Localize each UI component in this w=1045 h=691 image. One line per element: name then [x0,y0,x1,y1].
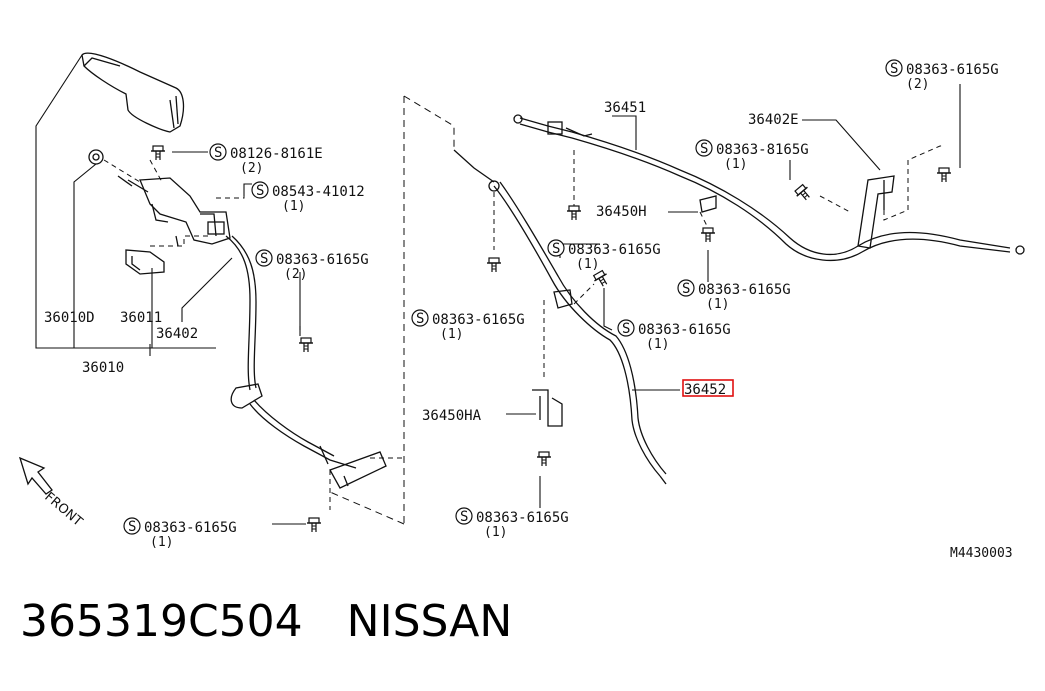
rear-cable-left [453,149,667,485]
label-36010d: 36010D [44,310,95,326]
callout-c1: S 08126-8161E (2) [209,143,323,176]
svg-text:(1): (1) [706,297,729,312]
svg-text:08363-6165G: 08363-6165G [276,252,369,268]
part-caption: 365319C504 NISSAN [20,596,512,647]
svg-text:(1): (1) [576,257,599,272]
svg-text:(2): (2) [284,267,307,282]
callout-c4: S 08363-6165G (1) [411,309,525,342]
front-cable [117,175,387,489]
svg-text:(1): (1) [646,337,669,352]
svg-text:S: S [890,61,898,77]
svg-text:(1): (1) [282,199,305,214]
leader-dashes-left [103,159,245,247]
label-36402: 36402 [156,326,198,342]
leader-lines-right [272,84,961,525]
svg-text:08363-6165G: 08363-6165G [638,322,731,338]
callout-c5: S 08363-6165G (1) [547,239,661,272]
callout-c3: S 08363-6165G (2) [255,249,369,282]
label-36011: 36011 [120,310,162,326]
svg-text:S: S [682,281,690,297]
svg-text:08363-6165G: 08363-6165G [568,242,661,258]
svg-text:08126-8161E: 08126-8161E [230,146,323,162]
svg-text:S: S [416,311,424,327]
svg-text:(1): (1) [440,327,463,342]
svg-text:S: S [214,145,222,161]
bracket-36402e [857,175,895,249]
callout-c8: S 08363-6165G (1) [123,517,237,550]
right-dashes [699,145,944,229]
svg-text:S: S [700,141,708,157]
svg-text:S: S [460,509,468,525]
callout-c2: S 08543-41012 (1) [251,181,365,214]
lever-bracket [88,149,231,275]
svg-text:08363-6165G: 08363-6165G [144,520,237,536]
callout-c9: S 08363-6165G (1) [677,279,791,312]
callout-c10: S 08363-8165G (1) [695,139,809,172]
callout-c7: S 08363-6165G (1) [455,507,569,540]
maker-name: NISSAN [346,596,513,647]
svg-text:S: S [128,519,136,535]
svg-text:(1): (1) [484,525,507,540]
mid-dashes [493,150,595,380]
label-36450ha: 36450HA [422,408,482,424]
parking-brake-lever [81,52,185,133]
svg-text:(2): (2) [240,161,263,176]
svg-text:(2): (2) [906,77,929,92]
label-36402e: 36402E [748,112,799,128]
label-36451: 36451 [604,100,646,116]
bracket-36450ha [532,389,563,427]
part-number: 365319C504 [20,596,303,647]
svg-text:08363-6165G: 08363-6165G [906,62,999,78]
svg-text:S: S [552,241,560,257]
svg-text:(1): (1) [150,535,173,550]
rear-cable-right [513,114,1025,262]
callout-c6: S 08363-6165G (1) [617,319,731,352]
front-label: FRONT [41,490,85,530]
svg-text:S: S [622,321,630,337]
svg-text:(1): (1) [724,157,747,172]
highlight-box [682,379,734,397]
leader-lines-left [35,54,301,356]
svg-text:08363-6165G: 08363-6165G [432,312,525,328]
label-36450h: 36450H [596,204,647,220]
front-arrow-icon [18,456,53,495]
separator-dashes [329,95,455,525]
front-cable-dashes [329,457,404,510]
diagram-ref-code: M4430003 [950,546,1013,561]
svg-text:S: S [256,183,264,199]
svg-text:08363-6165G: 08363-6165G [476,510,569,526]
svg-text:08363-8165G: 08363-8165G [716,142,809,158]
svg-text:08363-6165G: 08363-6165G [698,282,791,298]
svg-text:S: S [260,251,268,267]
label-36452: 36452 [684,382,726,398]
callout-c11: S 08363-6165G (2) [885,59,999,92]
svg-text:08543-41012: 08543-41012 [272,184,365,200]
label-36010: 36010 [82,360,124,376]
